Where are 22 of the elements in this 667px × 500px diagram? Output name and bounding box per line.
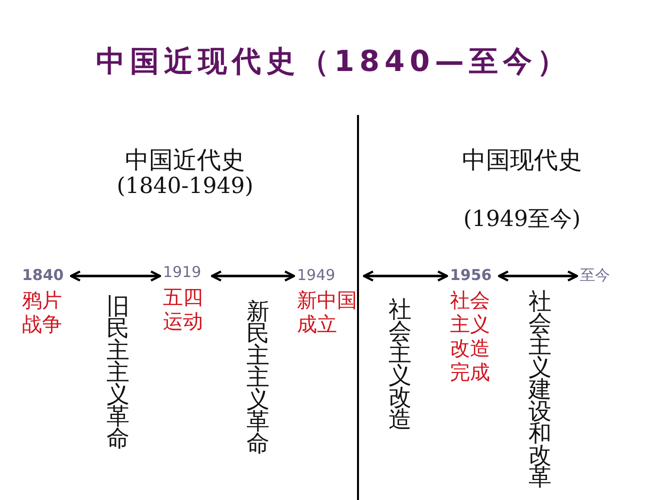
year-label: 1840: [22, 266, 65, 284]
section-heading: (1840-1949): [116, 174, 254, 199]
double-arrow: [210, 270, 296, 282]
double-arrow: [362, 270, 448, 282]
section-heading: (1949至今): [462, 206, 582, 234]
section-heading: 中国现代史: [461, 145, 583, 176]
event-label: 鸦片战争: [22, 288, 63, 336]
edge-label: 旧民主主义革命: [106, 296, 130, 450]
double-arrow: [498, 270, 578, 282]
title: 中国近现代史（1840—至今）: [95, 43, 572, 80]
year-label: 1949: [297, 266, 336, 284]
year-label: 至今: [580, 266, 611, 284]
year-label: 1919: [163, 263, 202, 281]
edge-label: 新民主主义革命: [246, 301, 270, 455]
edge-label: 社会主义建设和改革: [528, 291, 552, 489]
year-label: 1956: [450, 266, 493, 284]
event-label: 新中国成立: [297, 288, 358, 336]
event-label: 社会主义改造完成: [450, 288, 491, 384]
double-arrow: [70, 270, 162, 282]
edge-label: 社会主义改造: [388, 299, 412, 431]
section-heading: 中国近代史: [124, 145, 246, 176]
event-label: 五四运动: [163, 285, 204, 333]
